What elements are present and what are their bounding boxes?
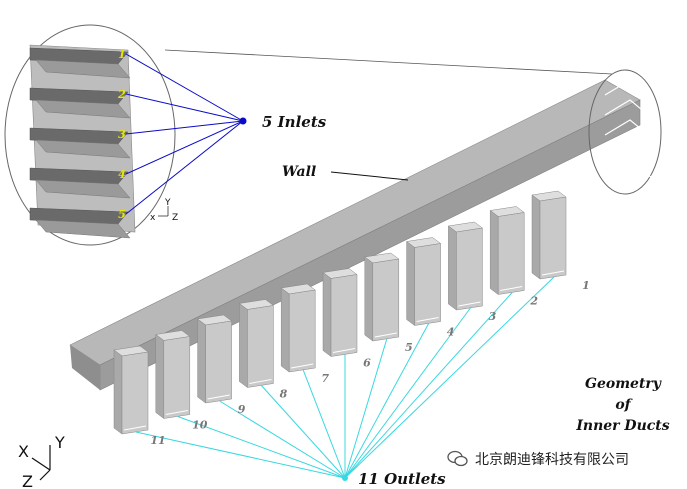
outlet-duct bbox=[531, 190, 567, 280]
outlets-label: 11 Outlets bbox=[358, 470, 446, 488]
inlet-leader-hub bbox=[239, 117, 247, 125]
outlet-number-labels: 1 2 3 4 5 6 7 8 9 10 11 bbox=[150, 279, 589, 447]
outlet-number: 5 bbox=[405, 341, 413, 354]
outlet-leader-lines bbox=[135, 276, 555, 479]
inset-inlet-vane bbox=[29, 127, 131, 159]
inlet-leader-line bbox=[125, 120, 244, 135]
inlet-number-labels: 1 2 3 4 5 bbox=[117, 48, 126, 221]
inset-axis-y: Y bbox=[164, 198, 171, 208]
end-zoom-ellipse bbox=[588, 69, 662, 195]
geometry-caption-line3: Inner Ducts bbox=[575, 418, 669, 434]
inlet-number: 5 bbox=[118, 208, 126, 221]
inlet-number: 4 bbox=[118, 168, 126, 181]
main-axis-z: Z bbox=[22, 472, 33, 489]
geometry-caption-line2: of bbox=[615, 397, 633, 413]
outlet-duct bbox=[196, 314, 233, 404]
main-axis-x: X bbox=[18, 442, 29, 461]
inset-axis-z: Z bbox=[172, 213, 178, 223]
outlet-leader-line bbox=[135, 431, 346, 479]
outlet-number: 8 bbox=[280, 388, 288, 401]
outlet-duct bbox=[155, 330, 191, 419]
inlet-number: 3 bbox=[118, 128, 126, 141]
outlet-duct bbox=[280, 283, 316, 373]
outlet-duct bbox=[405, 237, 442, 326]
outlet-number: 11 bbox=[150, 434, 165, 447]
outlet-leader-hub bbox=[342, 475, 348, 481]
wall-label: Wall bbox=[282, 164, 316, 180]
watermark-text: 北京朗迪锋科技有限公司 bbox=[475, 452, 629, 468]
inlet-leader-line bbox=[125, 53, 244, 122]
outlet-leader-line bbox=[344, 323, 430, 479]
outlet-duct bbox=[238, 299, 275, 388]
outlet-duct bbox=[322, 268, 358, 357]
zoom-connector-line bbox=[164, 49, 613, 75]
outlet-leader-line bbox=[302, 369, 346, 479]
outlet-number: 1 bbox=[582, 279, 590, 292]
inlet-leader-line bbox=[125, 120, 244, 215]
end-inlet-vanes bbox=[604, 79, 653, 179]
outlet-leader-line bbox=[177, 416, 346, 479]
inset-axis-x: x bbox=[150, 213, 156, 223]
outlet-leader-line bbox=[219, 400, 346, 479]
inlet-number: 1 bbox=[118, 48, 126, 61]
company-watermark: 北京朗迪锋科技有限公司 bbox=[447, 448, 629, 470]
outlet-leader-line bbox=[344, 292, 513, 479]
inset-inlet-vane bbox=[29, 167, 131, 199]
inlet-leader-line bbox=[125, 93, 244, 122]
inset-inlet-vane bbox=[29, 47, 131, 79]
outlet-number: 10 bbox=[192, 419, 208, 432]
inlet-leader-line bbox=[125, 120, 244, 175]
outlet-leader-line bbox=[261, 385, 346, 479]
outlet-number: 2 bbox=[529, 295, 538, 308]
outlet-leader-line bbox=[344, 276, 555, 479]
inset-inlet-vane bbox=[29, 87, 131, 119]
outlet-ducts bbox=[113, 190, 567, 435]
outlet-duct bbox=[364, 252, 400, 342]
inlets-label: 5 Inlets bbox=[262, 113, 327, 131]
outlet-leader-line bbox=[344, 338, 388, 479]
outlet-leader-line bbox=[344, 307, 471, 479]
outlet-duct bbox=[447, 221, 484, 311]
inlet-number: 2 bbox=[117, 88, 126, 101]
outlet-duct bbox=[113, 345, 149, 435]
outlet-duct bbox=[489, 206, 525, 295]
wall-body bbox=[69, 79, 641, 391]
wechat-icon bbox=[447, 450, 468, 467]
inset-axis-triad: x Y Z bbox=[150, 198, 178, 223]
inlet-leader-lines bbox=[125, 53, 244, 215]
wall-leader-line bbox=[330, 171, 409, 181]
outlet-number: 4 bbox=[447, 326, 455, 339]
main-axis-y: Y bbox=[54, 433, 65, 452]
geometry-caption-line1: Geometry bbox=[585, 376, 662, 392]
main-axis-triad: X Y Z bbox=[18, 433, 65, 489]
outlet-number: 9 bbox=[238, 403, 246, 416]
outlet-number: 7 bbox=[321, 372, 329, 385]
outlet-number: 3 bbox=[489, 310, 497, 323]
inset-inlet-vanes bbox=[29, 47, 131, 239]
inset-inlet-vane bbox=[29, 207, 131, 239]
outlet-number: 6 bbox=[363, 357, 371, 370]
